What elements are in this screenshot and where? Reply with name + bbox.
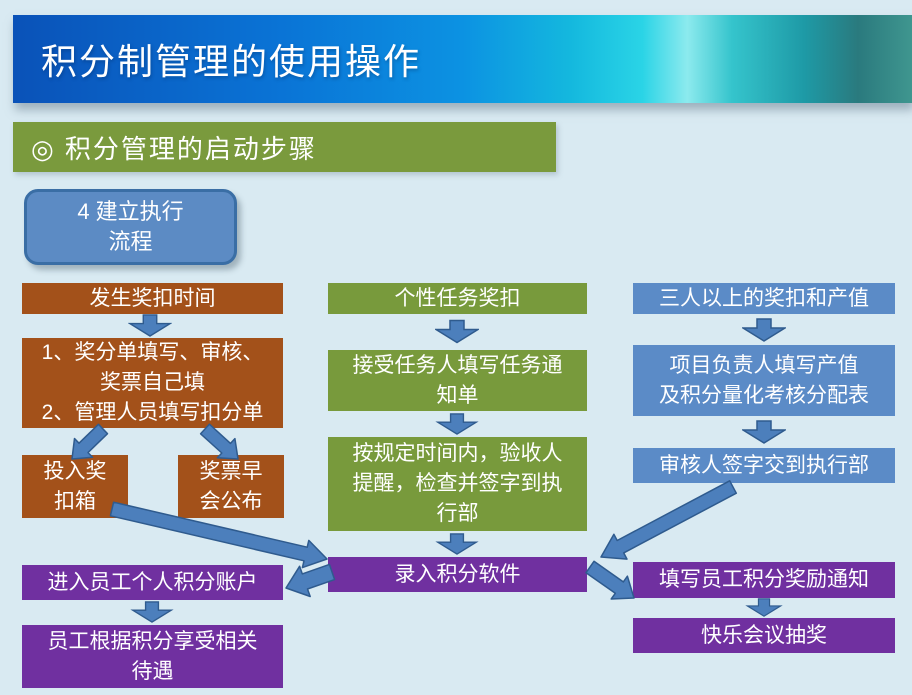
step-badge: 4 建立执行 流程: [24, 189, 237, 265]
box-acceptance-sign: 按规定时间内，验收人 提醒，检查并签字到执 行部: [328, 437, 587, 531]
box-project-leader-form: 项目负责人填写产值 及积分量化考核分配表: [633, 345, 895, 416]
box-employee-benefits: 员工根据积分享受相关 待遇: [22, 625, 283, 688]
box-reviewer-sign: 审核人签字交到执行部: [633, 448, 895, 483]
section-title: ◎ 积分管理的启动步骤: [31, 133, 317, 164]
box-group-reward: 三人以上的奖扣和产值: [633, 283, 895, 314]
down-arrow-icon: [742, 317, 786, 343]
diagonal-arrow-icon: [199, 423, 239, 460]
box-fill-forms: 1、奖分单填写、审核、 奖票自己填 2、管理人员填写扣分单: [22, 338, 283, 428]
box-lucky-draw: 快乐会议抽奖: [633, 618, 895, 653]
down-arrow-icon: [742, 598, 786, 617]
down-arrow-icon: [128, 314, 172, 337]
box-enter-software: 录入积分软件: [328, 557, 587, 592]
box-reward-notice: 填写员工积分奖励通知: [633, 562, 895, 598]
down-arrow-icon: [435, 413, 479, 435]
title-banner: 积分制管理的使用操作: [13, 15, 912, 103]
diagonal-arrow-icon: [71, 423, 109, 460]
diagonal-arrow-icon: [600, 480, 738, 560]
box-morning-announce: 奖票早 会公布: [178, 455, 284, 518]
box-reward-event-time: 发生奖扣时间: [22, 283, 283, 314]
down-arrow-icon: [435, 533, 479, 555]
page-title: 积分制管理的使用操作: [41, 41, 422, 82]
section-bar: ◎ 积分管理的启动步骤: [13, 122, 556, 172]
diagonal-arrow-icon: [585, 560, 635, 600]
down-arrow-icon: [742, 419, 786, 445]
down-arrow-icon: [435, 318, 479, 345]
box-individual-task: 个性任务奖扣: [328, 283, 587, 314]
box-personal-account: 进入员工个人积分账户: [22, 565, 283, 600]
box-task-notice: 接受任务人填写任务通 知单: [328, 350, 587, 411]
box-drop-box: 投入奖 扣箱: [22, 455, 128, 518]
down-arrow-icon: [130, 601, 174, 623]
